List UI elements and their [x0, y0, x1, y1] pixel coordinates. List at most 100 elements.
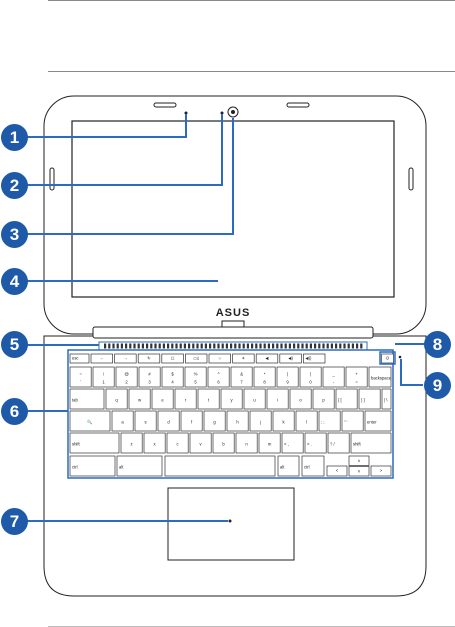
- vent-slot: [264, 344, 266, 349]
- vent-slot: [301, 344, 303, 349]
- key-label: ^: [218, 371, 220, 376]
- vent-slot: [108, 344, 110, 349]
- key-label: ←: [100, 356, 104, 361]
- brand-logo: ASUS: [216, 307, 251, 319]
- key-label: ◀)): [305, 356, 312, 361]
- vent-slot: [335, 344, 337, 349]
- vent-slot: [213, 344, 215, 349]
- touchpad: [168, 488, 294, 560]
- vent-slot: [280, 344, 282, 349]
- vent-slot: [226, 344, 228, 349]
- key-alt-left: [117, 456, 162, 476]
- key-label: tab: [72, 397, 78, 402]
- vent-slot: [259, 344, 261, 349]
- key-label: enter: [367, 419, 377, 424]
- touchpad-dot: [229, 520, 232, 523]
- vent-slot: [360, 344, 362, 349]
- vent-slot: [163, 344, 165, 349]
- vent-slot: [331, 344, 333, 349]
- callout-display: 4: [1, 268, 28, 295]
- key-label: ctrl: [72, 464, 78, 469]
- vent-slot: [327, 344, 329, 349]
- key-label: ∨: [357, 468, 360, 473]
- lid-bumper-left: [50, 168, 54, 190]
- vent-slot: [255, 344, 257, 349]
- key-label: < ,: [284, 441, 289, 446]
- key-label: m: [268, 441, 272, 446]
- key-label: ◀): [288, 356, 293, 361]
- vent-slot: [150, 344, 152, 349]
- camera-lens: [231, 110, 235, 114]
- vent-slot: [188, 344, 190, 349]
- key-label: s: [145, 419, 147, 424]
- vent-slot: [285, 344, 287, 349]
- vent-slot: [184, 344, 186, 349]
- key-label: shift: [72, 441, 81, 446]
- vent-slot: [175, 344, 177, 349]
- antenna-slot-left: [154, 103, 176, 107]
- key-label: ▭▯: [193, 356, 199, 361]
- vent-slot: [117, 344, 119, 349]
- vent-slot: [230, 344, 232, 349]
- vent-slot: [310, 344, 312, 349]
- vent-slot: [243, 344, 245, 349]
- key-label: c: [177, 441, 179, 446]
- key-label: 🔍: [87, 418, 92, 424]
- vent-slot: [121, 344, 123, 349]
- callout-microphone: 1: [1, 124, 28, 151]
- vent-slot: [209, 344, 211, 349]
- vent-slot: [343, 344, 345, 349]
- power-indicator: [399, 356, 402, 359]
- key-label: &: [240, 371, 243, 376]
- key-label: " ': [344, 419, 348, 424]
- vent-slot: [112, 344, 114, 349]
- vent-slot: [289, 344, 291, 349]
- vent-slot: [159, 344, 161, 349]
- vent-slot: [192, 344, 194, 349]
- vent-slot: [348, 344, 350, 349]
- callout-camera-indicator: 2: [1, 172, 28, 199]
- vent-slot: [234, 344, 236, 349]
- key-label: ▢: [171, 356, 175, 361]
- key-label: i: [277, 397, 278, 402]
- callout-camera: 3: [1, 221, 28, 248]
- vent-slot: [352, 344, 354, 349]
- key-label: ↻: [147, 356, 151, 361]
- vent-slot: [133, 344, 135, 349]
- vent-slot: [268, 344, 270, 349]
- vent-slot: [125, 344, 127, 349]
- vent-slot: [238, 344, 240, 349]
- vent-slot: [146, 344, 148, 349]
- vent-slot: [154, 344, 156, 349]
- vent-slot: [180, 344, 182, 349]
- vent-slot: [129, 344, 131, 349]
- key-label: esc: [72, 356, 79, 361]
- callout-touchpad: 7: [1, 508, 28, 535]
- lid-bumper-right: [409, 168, 413, 190]
- vent-slot: [251, 344, 253, 349]
- key-label: ☀: [242, 356, 246, 361]
- key-label: } ]: [361, 397, 365, 402]
- vent-slot: [205, 344, 207, 349]
- callout-hinge: 5: [1, 331, 28, 358]
- vent-slot: [142, 344, 144, 349]
- vent-slot: [138, 344, 140, 349]
- vent-slot: [297, 344, 299, 349]
- key-label: ctrl: [304, 464, 310, 469]
- vent-slot: [201, 344, 203, 349]
- key-label: > .: [307, 441, 312, 446]
- vent-slot: [171, 344, 173, 349]
- vent-slot: [356, 344, 358, 349]
- key-label: backspace: [371, 375, 392, 380]
- vent-slot: [318, 344, 320, 349]
- callout-keyboard: 6: [1, 398, 28, 425]
- vent-slot: [322, 344, 324, 349]
- vent-slot: [272, 344, 274, 349]
- key-label: →: [123, 356, 127, 361]
- vent-slot: [276, 344, 278, 349]
- key-label: j: [259, 419, 261, 424]
- vent-slot: [196, 344, 198, 349]
- vent-slot: [217, 344, 219, 349]
- antenna-slot-right: [287, 103, 309, 107]
